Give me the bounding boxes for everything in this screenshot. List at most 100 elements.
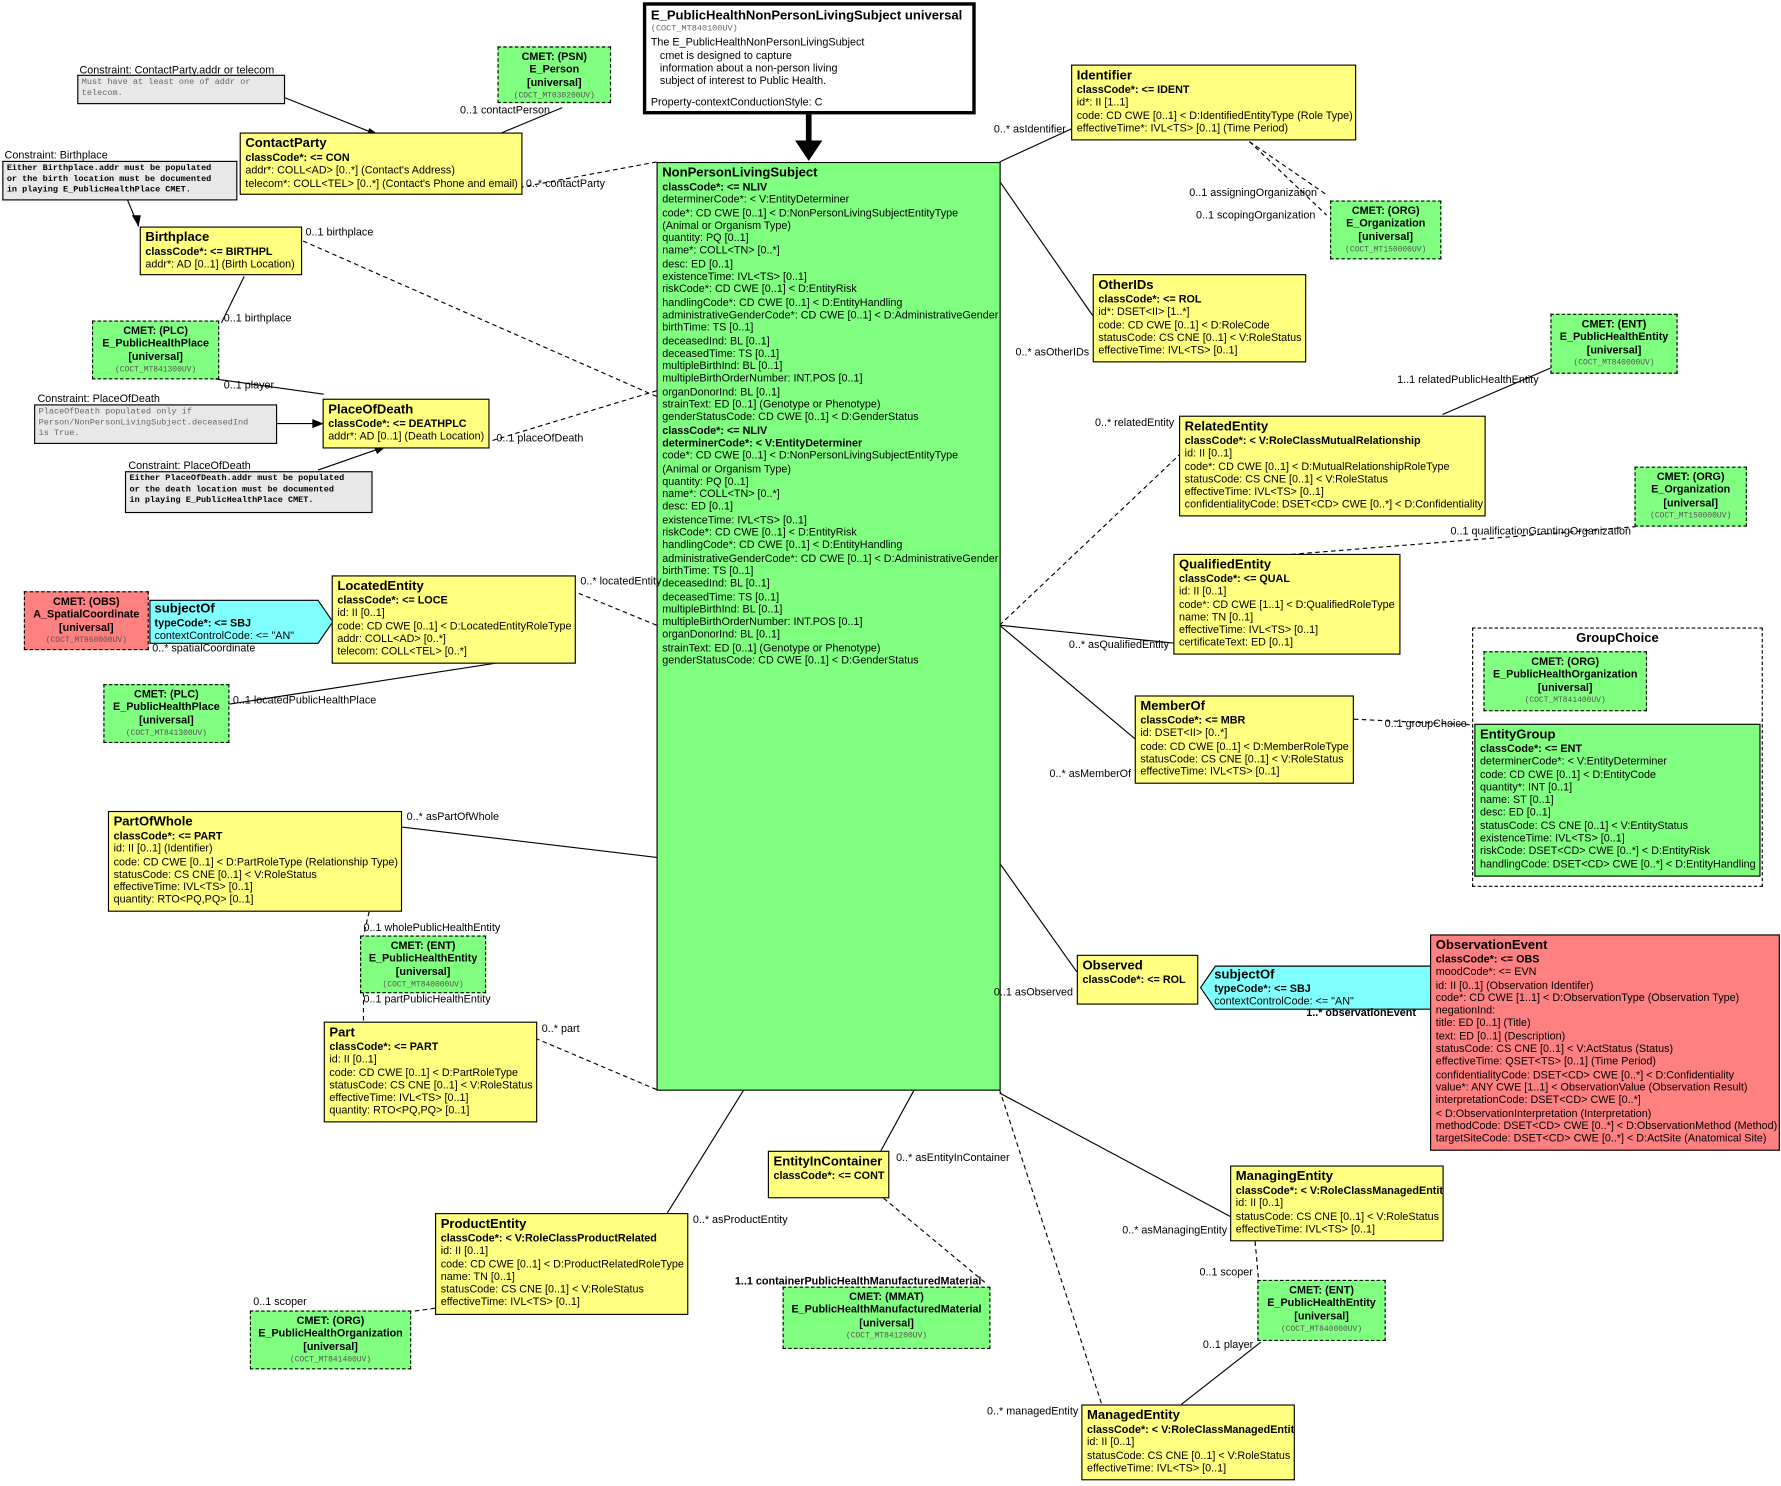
- class-attribute: id: II [0..1]: [1235, 1197, 1284, 1210]
- note-line: in playing E_PublicHealthPlace CMET.: [129, 496, 314, 506]
- cmet-name: E_PublicHealthEntity: [368, 952, 478, 966]
- cmet-kind: [universal]: [303, 1340, 358, 1354]
- cmet-code: (COCT_MT841400UV): [289, 1355, 372, 1365]
- subjectof2-shape: [1199, 965, 1432, 1010]
- cmet-code: (COCT_MT841200UV): [845, 1331, 928, 1341]
- class-title: Observed: [1082, 959, 1143, 973]
- central-attribute: birthTime: TS [0..1]: [662, 565, 754, 578]
- note-line: PlaceOfDeath populated only if: [38, 407, 192, 417]
- class-attribute: code*: CD CWE [1..1] < D:QualifiedRoleTy…: [1179, 598, 1395, 612]
- cmet-a-spatialcoordinate: CMET: (OBS)A_SpatialCoordinate[universal…: [23, 591, 149, 651]
- class-attribute: effectiveTime: IVL<TS> [0..1]: [440, 1296, 580, 1309]
- central-attribute: multipleBirthInd: BL [0..1]: [662, 603, 783, 616]
- cmet-tag: CMET: (PLC): [123, 325, 188, 338]
- class-title: ContactParty: [245, 137, 327, 151]
- class-attribute: effectiveTime: IVL<TS> [0..1]: [1179, 624, 1319, 637]
- cmet-e-organization-2: CMET: (ORG)E_Organization[universal](COC…: [1634, 466, 1747, 527]
- label-partpublichealthentity: 0..1 partPublicHealthEntity: [363, 993, 491, 1006]
- cmet-name: E_PublicHealthPlace: [113, 701, 220, 714]
- class-attribute: code: CD CWE [0..1] < D:LocatedEntityRol…: [337, 620, 572, 633]
- cmet-tag: CMET: (ORG): [1656, 471, 1725, 484]
- link-central-qualifiedentity: [999, 624, 1176, 644]
- class-attribute: determinerCode*: < V:EntityDeterminer: [662, 194, 850, 207]
- class-attribute: effectiveTime: QSET<TS> [0..1] (Time Per…: [1435, 1056, 1656, 1069]
- class-attribute: classCode*: < V:RoleClassProductRelated: [440, 1232, 657, 1245]
- class-title: EntityInContainer: [773, 1155, 883, 1169]
- link-central-observed: [999, 862, 1078, 973]
- class-attribute: classCode*: <= DEATHPLC: [328, 417, 467, 431]
- cmet-tag: CMET: (OBS): [53, 595, 120, 609]
- label-asmanagingentity: 0..* asManagingEntity: [1122, 1224, 1228, 1237]
- label-aspartofwhole: 0..* asPartOfWhole: [406, 810, 499, 824]
- note-line: Either PlaceOfDeath.addr must be populat…: [129, 474, 345, 484]
- class-attribute: existenceTime: IVL<TS> [0..1]: [662, 270, 807, 284]
- link-central-relatedentity: [999, 452, 1182, 626]
- cmet-e-publichealthentity-2: CMET: (ENT)E_PublicHealthEntity[universa…: [1550, 313, 1678, 374]
- class-attribute: desc: ED [0..1]: [1479, 806, 1551, 820]
- central-attribute: name*: COLL<TN> [0..*]: [662, 488, 780, 501]
- central-attribute: handlingCode*: CD CWE [0..1] < D:EntityH…: [662, 539, 903, 552]
- link-managingentity-entity: [1254, 1241, 1260, 1280]
- class-title: MemberOf: [1140, 699, 1205, 714]
- model-desc-3: subject of interest to Public Health.: [659, 74, 827, 88]
- class-title: EntityGroup: [1479, 728, 1556, 742]
- label-asidentifier: 0..* asIdentifier: [993, 123, 1066, 136]
- central-attribute: classCode*: <= NLIV: [662, 424, 768, 437]
- arrow-head-birthplace: [131, 215, 141, 227]
- class-attribute: contextControlCode: <= "AN": [154, 630, 295, 643]
- class-attribute: effectiveTime: IVL<TS> [0..1]: [1098, 344, 1238, 357]
- class-attribute: (Animal or Organism Type): [662, 219, 791, 233]
- class-attribute: statusCode: CS CNE [0..1] < V:RoleStatus: [440, 1283, 644, 1296]
- class-attribute: handlingCode*: CD CWE [0..1] < D:EntityH…: [662, 296, 903, 309]
- model-desc-0: The E_PublicHealthNonPersonLivingSubject: [650, 36, 865, 50]
- cmet-e-organization-1: CMET: (ORG)E_Organization[universal](COC…: [1330, 200, 1442, 260]
- class-attribute: contextControlCode: <= "AN": [1214, 995, 1354, 1009]
- label-observationevent: 1..* observationEvent: [1306, 1006, 1416, 1020]
- class-title: RelatedEntity: [1184, 420, 1269, 434]
- class-attribute: classCode*: <= PART: [113, 830, 223, 843]
- class-attribute: text: ED [0..1] (Description): [1435, 1030, 1566, 1043]
- class-attribute: classCode*: <= ROL: [1098, 293, 1202, 306]
- label-assigningorganization: 0..1 assigningOrganization: [1189, 186, 1318, 200]
- class-attribute: classCode*: < V:RoleClassManagedEntity: [1235, 1184, 1444, 1198]
- class-attribute: code*: CD CWE [1..1] < D:ObservationType…: [1435, 992, 1740, 1005]
- class-attribute: id: II [0..1]: [1184, 447, 1233, 461]
- cmet-e-publichealthorganization-2: CMET: (ORG)E_PublicHealthOrganization[un…: [1483, 651, 1647, 712]
- cmet-code: (COCT_MT150000UV): [1650, 511, 1732, 521]
- label-asobserved: 0..1 asObserved: [993, 986, 1074, 999]
- link-central-part: [535, 1038, 657, 1091]
- central-attribute: genderStatusCode: CD CWE [0..1] < D:Gend…: [662, 654, 919, 668]
- link-central-partofwhole: [399, 826, 657, 858]
- class-attribute: classCode*: <= ENT: [1479, 742, 1582, 756]
- class-attribute: id: DSET<II> [0..*]: [1140, 727, 1228, 740]
- class-attribute: id: II [0..1]: [329, 1053, 377, 1067]
- class-attribute: handlingCode: DSET<CD> CWE [0..*] < D:En…: [1479, 858, 1756, 871]
- class-attributes: classCode*: < V:RoleClassMutualRelations…: [1184, 435, 1483, 512]
- cmet-tag: CMET: (ENT): [1581, 318, 1647, 331]
- groupchoice-container: GroupChoice: [1472, 627, 1763, 887]
- class-attribute: desc: ED [0..1]: [662, 257, 733, 271]
- class-attribute: deceasedInd: BL [0..1]: [662, 334, 770, 348]
- cmet-name: E_Organization: [1651, 483, 1731, 497]
- class-attribute: id: II [0..1] (Identifier): [113, 843, 213, 856]
- link-central-contactparty: [522, 161, 657, 188]
- central-attribute: (Animal or Organism Type): [662, 462, 791, 476]
- model-title: E_PublicHealthNonPersonLivingSubject uni…: [650, 9, 963, 23]
- central-attribute: organDonorInd: BL [0..1]: [662, 629, 780, 642]
